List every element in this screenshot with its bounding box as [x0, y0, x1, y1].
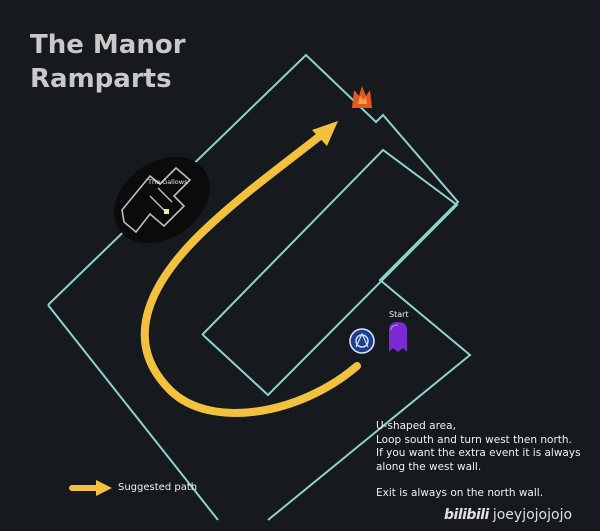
exit-flame-icon — [352, 86, 372, 108]
suggested-path-arrow — [140, 124, 361, 417]
area-outer-wall — [47, 53, 472, 521]
legend-arrow — [69, 480, 112, 496]
minimap-gallows-icon — [114, 156, 210, 244]
gallows-label: The Gallows — [147, 178, 188, 186]
title-line-2: Ramparts — [30, 64, 172, 94]
suggested-path-arrowhead — [312, 121, 338, 146]
waypoint-emblem-icon — [349, 328, 375, 354]
area-inner-wall — [201, 148, 459, 397]
watermark-brand: bilibili — [444, 507, 489, 523]
area-wall-left-lower — [47, 304, 219, 521]
watermark-user: joeyjojojojo — [492, 507, 573, 523]
note-line-1: U-shaped area, — [376, 420, 456, 432]
note-line-4: along the west wall. — [376, 460, 482, 473]
title-line-1: The Manor — [30, 30, 186, 60]
player-ghost-icon — [389, 322, 407, 352]
start-label: Start — [389, 310, 409, 319]
route-notes: U-shaped area, Loop south and turn west … — [376, 420, 581, 501]
note-line-3: If you want the extra event it is always — [376, 447, 581, 459]
note-line-5: Exit is always on the north wall. — [376, 487, 544, 499]
page-title: The Manor Ramparts — [30, 28, 186, 96]
legend-label: Suggested path — [118, 482, 198, 493]
note-line-2: Loop south and turn west then north. — [376, 433, 572, 446]
